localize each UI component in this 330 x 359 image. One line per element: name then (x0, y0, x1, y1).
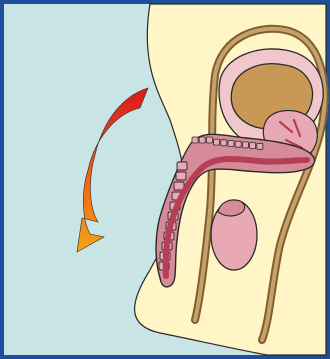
erectile-segment (176, 172, 186, 180)
erectile-segment (192, 137, 198, 143)
erectile-segment (221, 140, 227, 146)
erectile-segment (235, 141, 241, 147)
erectile-segment (250, 143, 256, 149)
erectile-segment (206, 137, 212, 143)
erectile-segment (199, 137, 205, 143)
erectile-segment (177, 162, 187, 170)
erectile-segment (257, 143, 263, 149)
erectile-segment (214, 139, 220, 145)
erectile-segment (242, 142, 248, 148)
erectile-segment (228, 141, 234, 147)
